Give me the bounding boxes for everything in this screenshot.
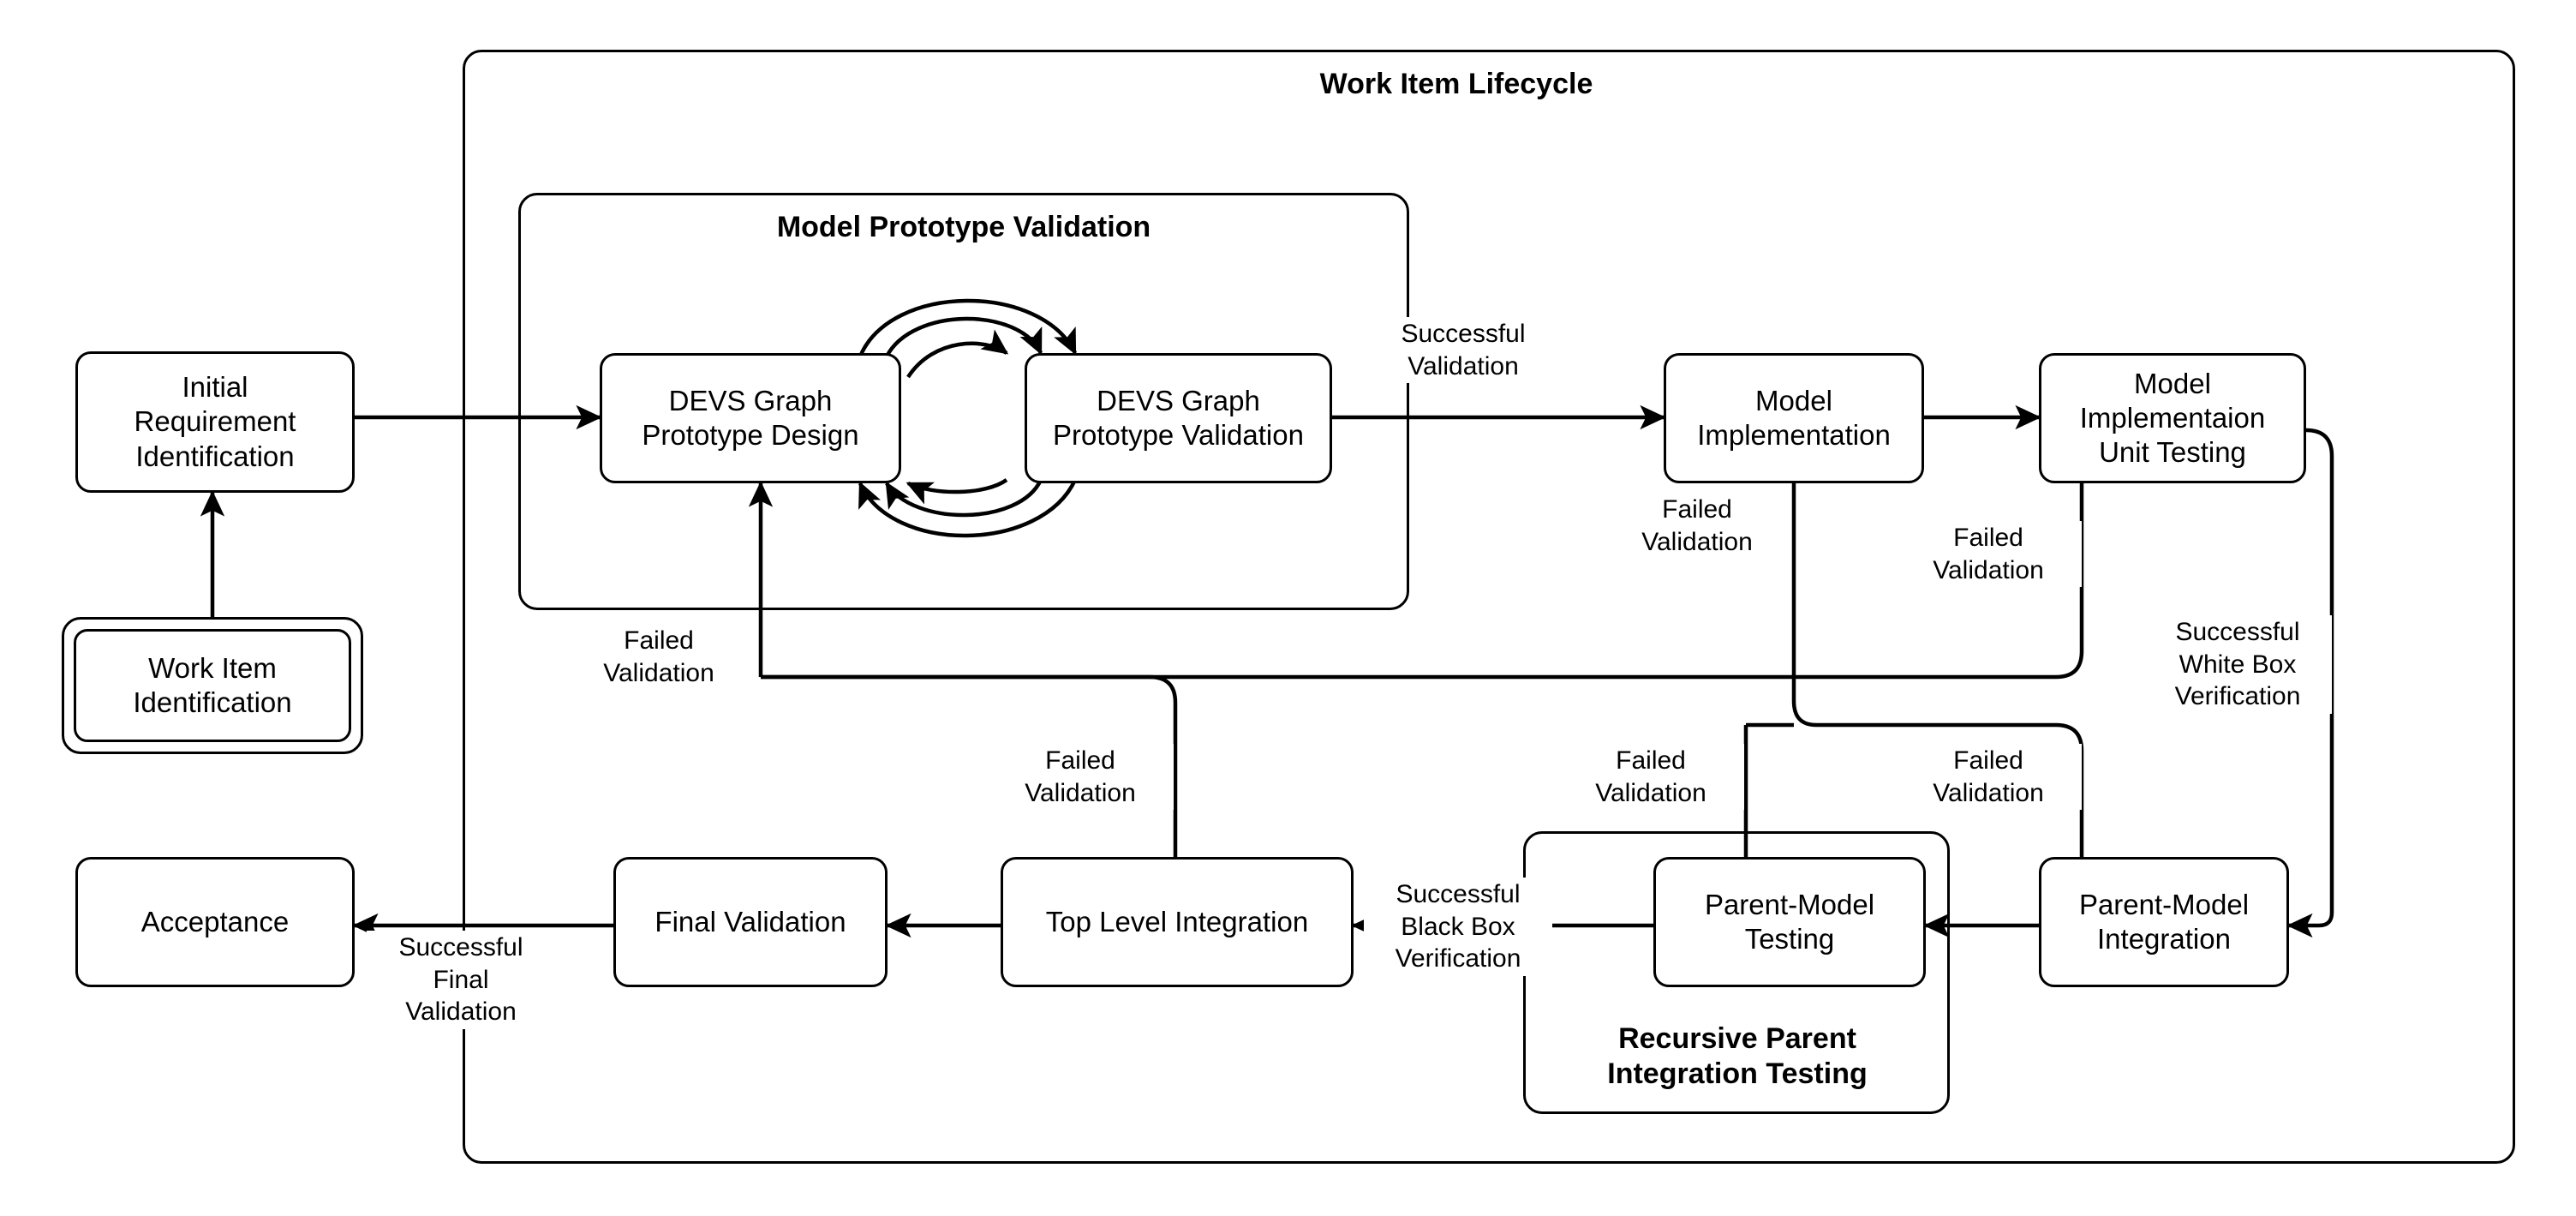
node-label-parent-model-integration: Parent-Model Integration [2078, 888, 2250, 955]
edge-design-to-validation-1 [858, 298, 1078, 357]
edge-design-to-validation-2 [885, 316, 1043, 358]
node-label-top-level-integration: Top Level Integration [1045, 905, 1309, 937]
node-label-work-item-identification: Work Item Identification [133, 651, 292, 718]
edge-label-failed-validation-toplevel: Failed Validation [987, 744, 1174, 810]
edge-label-successful-validation: Successful Validation [1369, 317, 1557, 383]
edge-validation-to-design-1 [858, 479, 1078, 538]
edge-label-successful-final-validation: Successful Final Validation [367, 931, 555, 1029]
edge-label-failed-validation-design: Failed Validation [565, 624, 752, 690]
node-final-validation[interactable]: Final Validation [613, 857, 888, 987]
edge-toplevel-failed [761, 674, 1178, 857]
node-acceptance[interactable]: Acceptance [75, 857, 355, 987]
node-label-final-validation: Final Validation [654, 905, 846, 937]
group-title-model-prototype-validation: Model Prototype Validation [776, 211, 1151, 243]
edge-validation-to-design-2 [885, 478, 1043, 518]
node-label-model-implementaion-unit-testing: Model Implementaion Unit Testing [2079, 367, 2266, 469]
group-work-item-lifecycle [463, 50, 2515, 1164]
node-label-model-implementation: Model Implementation [1697, 384, 1891, 451]
node-work-item-identification[interactable]: Work Item Identification [62, 617, 363, 754]
edge-unittest-to-parentintegration [2286, 428, 2334, 938]
node-devs-graph-prototype-design[interactable]: DEVS Graph Prototype Design [600, 353, 901, 483]
node-model-implementation[interactable]: Model Implementation [1664, 353, 1924, 483]
node-parent-model-testing[interactable]: Parent-Model Testing [1653, 857, 1926, 987]
edge-unittest-failed-1 [1794, 483, 2084, 680]
node-model-implementaion-unit-testing[interactable]: Model Implementaion Unit Testing [2039, 353, 2306, 483]
node-parent-model-integration[interactable]: Parent-Model Integration [2039, 857, 2289, 987]
edge-label-failed-validation-impl: Failed Validation [1604, 493, 1790, 559]
group-model-prototype-validation [518, 193, 1409, 610]
edge-label-failed-validation-parenttest: Failed Validation [1557, 744, 1744, 810]
node-label-devs-graph-prototype-validation: DEVS Graph Prototype Validation [1053, 384, 1304, 451]
edge-label-successful-black-box: Successful Black Box Verification [1364, 878, 1552, 976]
edge-validation-to-design-3 [905, 478, 1008, 505]
node-top-level-integration[interactable]: Top Level Integration [1001, 857, 1354, 987]
edge-label-failed-validation-unit: Failed Validation [1895, 521, 2082, 587]
edge-label-failed-validation-parentint: Failed Validation [1895, 744, 2082, 810]
node-label-devs-graph-prototype-design: DEVS Graph Prototype Design [642, 384, 859, 451]
node-devs-graph-prototype-validation[interactable]: DEVS Graph Prototype Validation [1025, 353, 1332, 483]
group-title-recursive-parent-integration-testing: Recursive Parent Integration Testing [1607, 1022, 1868, 1090]
edge-label-successful-white-box: Successful White Box Verification [2143, 615, 2332, 714]
node-label-parent-model-testing: Parent-Model Testing [1704, 888, 1875, 955]
node-initial-requirement-identification[interactable]: Initial Requirement Identification [75, 351, 355, 493]
edge-parentintegration-failed [1791, 677, 2084, 857]
node-label-acceptance: Acceptance [140, 905, 290, 937]
edge-design-to-validation-3 [906, 329, 1009, 379]
node-label-initial-requirement-identification: Initial Requirement Identification [134, 371, 296, 472]
group-title-work-item-lifecycle: Work Item Lifecycle [1319, 68, 1593, 100]
